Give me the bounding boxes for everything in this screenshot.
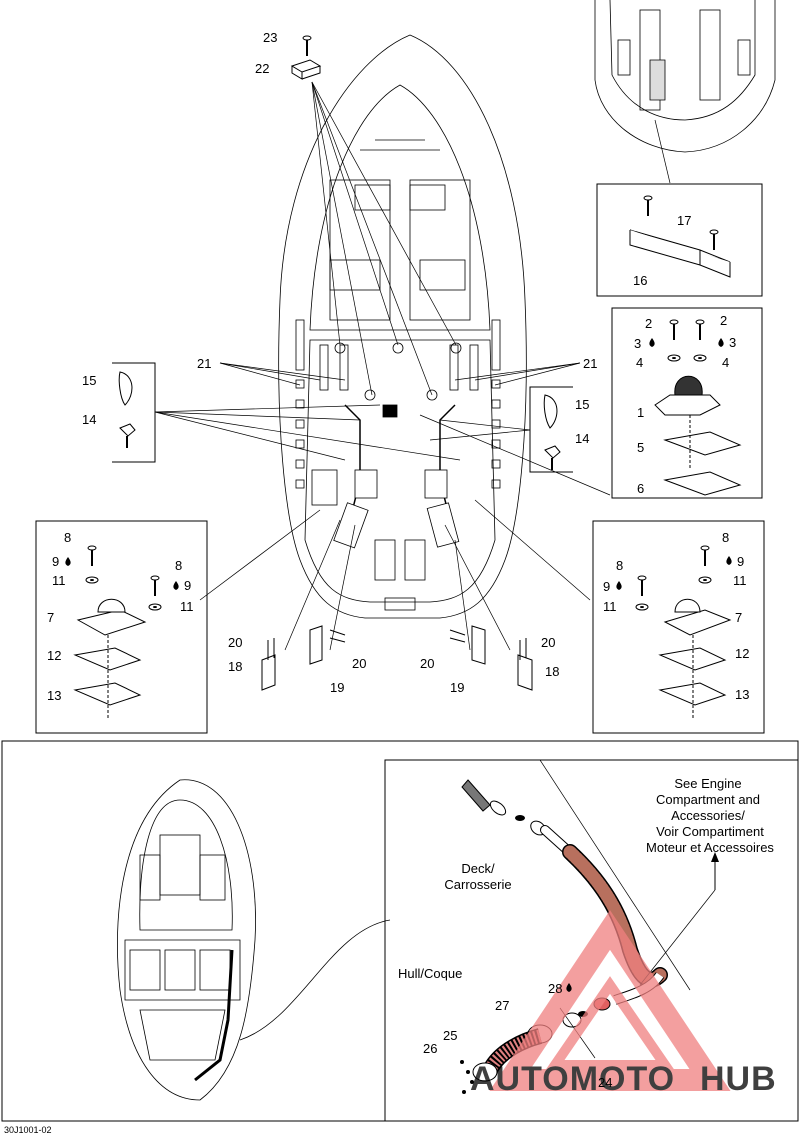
deck-label-2: Carrosserie	[444, 877, 511, 892]
label-19-left: 19	[330, 680, 344, 695]
parts-18-19-20	[261, 625, 533, 691]
label-14-left: 14	[82, 412, 96, 427]
engine-ref-line-4: Voir Compartiment	[656, 824, 764, 839]
label-3-left: 3	[634, 336, 641, 351]
label-13-right: 13	[735, 687, 749, 702]
detail-1-6	[611, 307, 763, 499]
label-21-right: 21	[583, 356, 597, 371]
label-14-right: 14	[575, 431, 589, 446]
label-23: 23	[263, 30, 277, 45]
leader-lines	[154, 81, 671, 651]
inset-bow-view	[594, 0, 776, 153]
label-20-d: 20	[541, 635, 555, 650]
label-9-a: 9	[52, 554, 59, 569]
label-20-a: 20	[228, 635, 242, 650]
detail-7-13-left	[35, 520, 208, 734]
label-22: 22	[255, 61, 269, 76]
label-8-d: 8	[616, 558, 623, 573]
label-27: 27	[495, 998, 509, 1013]
label-15-left: 15	[82, 373, 96, 388]
label-2-right: 2	[720, 313, 727, 328]
label-12-right: 12	[735, 646, 749, 661]
label-20-b: 20	[352, 656, 366, 671]
label-9-b: 9	[184, 578, 191, 593]
label-18-right: 18	[545, 664, 559, 679]
engine-ref-line-2: Compartment and	[656, 792, 760, 807]
label-9-c: 9	[737, 554, 744, 569]
watermark-brand-2: HUB	[700, 1060, 777, 1098]
label-3-right: 3	[729, 335, 736, 350]
label-8-c: 8	[722, 530, 729, 545]
part-labels: 23 22 21 21 15 14 15 14 17 16 2 2 3 3 4 …	[47, 30, 749, 1090]
engine-ref-line-1: See Engine	[674, 776, 741, 791]
label-17: 17	[677, 213, 691, 228]
label-11-d: 11	[603, 599, 617, 614]
hull-top-view	[278, 34, 527, 619]
label-7-right: 7	[735, 610, 742, 625]
craft-perspective-view	[117, 779, 391, 1101]
label-13-left: 13	[47, 688, 61, 703]
callout-texts: See Engine Compartment and Accessories/ …	[398, 776, 774, 981]
label-5: 5	[637, 440, 644, 455]
label-4-left: 4	[636, 355, 643, 370]
label-4-right: 4	[722, 355, 729, 370]
label-26: 26	[423, 1041, 437, 1056]
label-6: 6	[637, 481, 644, 496]
deck-label-1: Deck/	[461, 861, 495, 876]
label-19-right: 19	[450, 680, 464, 695]
part-22-23	[290, 35, 322, 80]
label-9-d: 9	[603, 579, 610, 594]
detail-16-17	[596, 183, 763, 297]
detail-14-15-right	[529, 386, 573, 473]
detail-7-13-right	[592, 520, 765, 734]
vent-detail-frame	[384, 759, 799, 1122]
label-8-b: 8	[175, 558, 182, 573]
watermark-brand-1: AUTOMOTO	[470, 1060, 675, 1098]
label-8-a: 8	[64, 530, 71, 545]
label-15-right: 15	[575, 397, 589, 412]
label-28: 28	[548, 981, 562, 996]
label-7-left: 7	[47, 610, 54, 625]
label-11-c: 11	[733, 573, 747, 588]
label-16: 16	[633, 273, 647, 288]
detail-14-15-left	[112, 362, 156, 463]
label-1: 1	[637, 405, 644, 420]
label-20-c: 20	[420, 656, 434, 671]
label-12-left: 12	[47, 648, 61, 663]
engine-ref-line-3: Accessories/	[671, 808, 745, 823]
label-18-left: 18	[228, 659, 242, 674]
label-21-left: 21	[197, 356, 211, 371]
watermark: AUTOMOTO HUB	[470, 910, 777, 1098]
engine-ref-line-5: Moteur et Accessoires	[646, 840, 774, 855]
label-11-a: 11	[52, 573, 66, 588]
label-25: 25	[443, 1028, 457, 1043]
label-24: 24	[598, 1075, 612, 1090]
label-11-b: 11	[180, 599, 194, 614]
hull-label: Hull/Coque	[398, 966, 462, 981]
diagram-id: 30J1001-02	[4, 1125, 52, 1135]
label-2-left: 2	[645, 316, 652, 331]
